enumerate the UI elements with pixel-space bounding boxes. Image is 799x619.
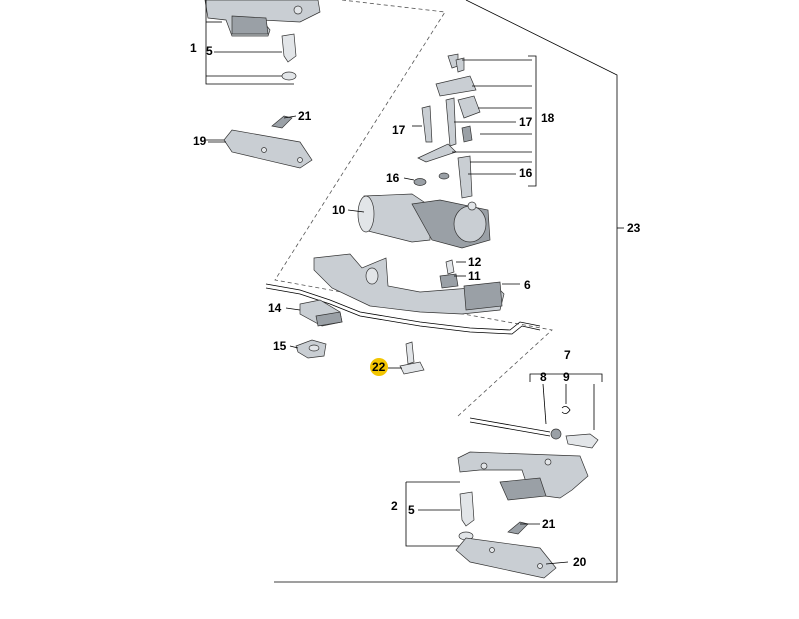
callout-16-left: 16	[386, 171, 400, 185]
callout-21-top: 21	[298, 109, 312, 123]
callout-19: 19	[193, 134, 207, 148]
clip-part-15	[295, 339, 327, 359]
callout-labels: 1 5 21 19 17 17 18 16 16 10 12 11 6 14 1…	[190, 41, 641, 569]
callout-22: 22	[372, 360, 386, 374]
callout-5-top: 5	[206, 44, 213, 58]
callout-9: 9	[563, 370, 570, 384]
callout-11: 11	[468, 269, 481, 283]
callout-21-bottom: 21	[542, 517, 556, 531]
top-clip-part	[271, 115, 297, 129]
callout-2: 2	[391, 499, 398, 513]
callout-17-left: 17	[392, 123, 406, 137]
callout-6: 6	[524, 278, 531, 292]
top-pin-part	[206, 33, 297, 81]
callout-12: 12	[468, 255, 482, 269]
top-hinge-assembly	[204, 0, 321, 85]
motor-part	[357, 193, 491, 249]
callout-14: 14	[268, 301, 282, 315]
callout-1: 1	[190, 41, 197, 55]
bottom-clip-part	[507, 521, 540, 535]
callout-16-right: 16	[519, 166, 533, 180]
callout-7: 7	[564, 348, 571, 362]
pin-part-22	[370, 341, 425, 376]
callout-23: 23	[627, 221, 641, 235]
bracket-part-20	[455, 537, 569, 579]
assembly-outline	[274, 0, 618, 583]
callout-8: 8	[540, 370, 547, 384]
screw-kit-part	[413, 53, 537, 199]
bottom-hinge-assembly	[405, 451, 589, 547]
base-plate-part	[265, 253, 541, 335]
bracket-part-19	[208, 129, 313, 169]
block-part-14	[299, 299, 343, 327]
callout-17-right: 17	[519, 115, 533, 129]
leader-lines	[206, 121, 624, 369]
callout-10: 10	[332, 203, 346, 217]
callout-5-bottom: 5	[408, 503, 415, 517]
callout-15: 15	[273, 339, 287, 353]
callout-20: 20	[573, 555, 587, 569]
callout-18: 18	[541, 111, 555, 125]
cable-end-assembly	[469, 373, 603, 449]
